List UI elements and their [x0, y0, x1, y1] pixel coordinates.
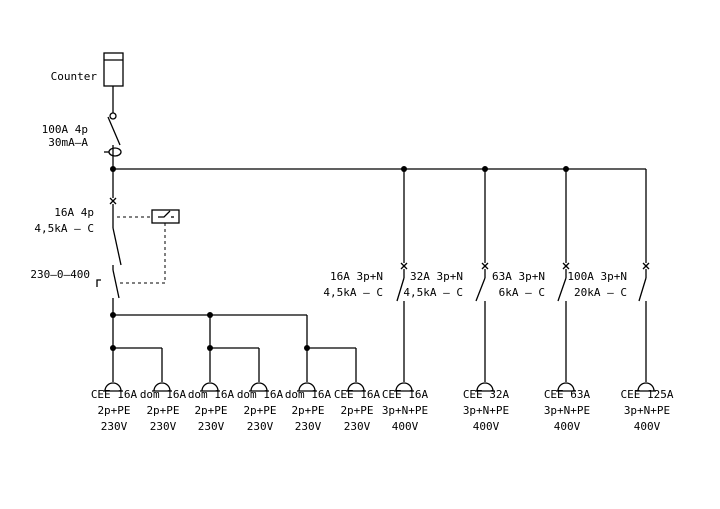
breaker-16a-3pn	[396, 169, 408, 382]
breaker-100a-3pn	[638, 169, 650, 382]
outlet-1-poles: 2p+PE	[97, 404, 130, 417]
energy-meter	[103, 52, 124, 120]
outlet-labels: CEE 16A 2p+PE 230V dom 16A 2p+PE 230V do…	[91, 388, 674, 433]
junction-dot	[304, 345, 310, 351]
mcb-rating: 16A 4p	[54, 206, 94, 219]
outlet-1-voltage: 230V	[101, 420, 128, 433]
main-switch-sensitivity: 30mA–A	[48, 136, 88, 149]
socket-symbols	[103, 382, 656, 392]
outlet-8-type: CEE 32A	[463, 388, 510, 401]
mcb-16a-4p	[109, 169, 180, 284]
outlet-10-voltage: 400V	[634, 420, 661, 433]
breaker-32a-3pn	[475, 169, 489, 382]
outlet-4-type: dom 16A	[237, 388, 284, 401]
breaker-1-capacity: 4,5kA – C	[323, 286, 383, 299]
outlet-9-voltage: 400V	[554, 420, 581, 433]
outlet-6-type: CEE 16A	[334, 388, 381, 401]
outlet-10-type: CEE 125A	[621, 388, 674, 401]
outlet-8-voltage: 400V	[473, 420, 500, 433]
outlet-5-poles: 2p+PE	[291, 404, 324, 417]
breaker-4-rating: 100A 3p+N	[567, 270, 627, 283]
outlet-7-poles: 3p+N+PE	[382, 404, 428, 417]
meter-label: Counter	[51, 70, 98, 83]
outlet-1-type: CEE 16A	[91, 388, 138, 401]
outlet-3-voltage: 230V	[198, 420, 225, 433]
outlet-7-type: CEE 16A	[382, 388, 429, 401]
outlet-9-poles: 3p+N+PE	[544, 404, 590, 417]
outlet-2-type: dom 16A	[140, 388, 187, 401]
mcb-breaking-capacity: 4,5kA – C	[34, 222, 94, 235]
main-switch-rating: 100A 4p	[42, 123, 88, 136]
breaker-2-rating: 32A 3p+N	[410, 270, 463, 283]
main-rcd-switch	[104, 116, 122, 169]
outlet-3-type: dom 16A	[188, 388, 235, 401]
changeover-label: 230–0–400	[30, 268, 90, 281]
outlet-4-voltage: 230V	[247, 420, 274, 433]
breaker-1-rating: 16A 3p+N	[330, 270, 383, 283]
junction-dot	[110, 312, 116, 318]
outlet-8-poles: 3p+N+PE	[463, 404, 509, 417]
junction-dot	[110, 345, 116, 351]
outlet-3-poles: 2p+PE	[194, 404, 227, 417]
junction-dot	[207, 312, 213, 318]
outlet-2-poles: 2p+PE	[146, 404, 179, 417]
breaker-63a-3pn	[557, 169, 570, 382]
outlet-4-poles: 2p+PE	[243, 404, 276, 417]
breaker-3-capacity: 6kA – C	[499, 286, 545, 299]
breaker-2-capacity: 4,5kA – C	[403, 286, 463, 299]
single-phase-distribution	[112, 314, 357, 382]
outlet-7-voltage: 400V	[392, 420, 419, 433]
outlet-2-voltage: 230V	[150, 420, 177, 433]
outlet-5-voltage: 230V	[295, 420, 322, 433]
changeover-switch	[96, 265, 120, 315]
outlet-5-type: dom 16A	[285, 388, 332, 401]
junction-dot	[207, 345, 213, 351]
outlet-6-poles: 2p+PE	[340, 404, 373, 417]
outlet-6-voltage: 230V	[344, 420, 371, 433]
breaker-4-capacity: 20kA – C	[574, 286, 627, 299]
breaker-3-rating: 63A 3p+N	[492, 270, 545, 283]
outlet-10-poles: 3p+N+PE	[624, 404, 670, 417]
outlet-9-type: CEE 63A	[544, 388, 591, 401]
